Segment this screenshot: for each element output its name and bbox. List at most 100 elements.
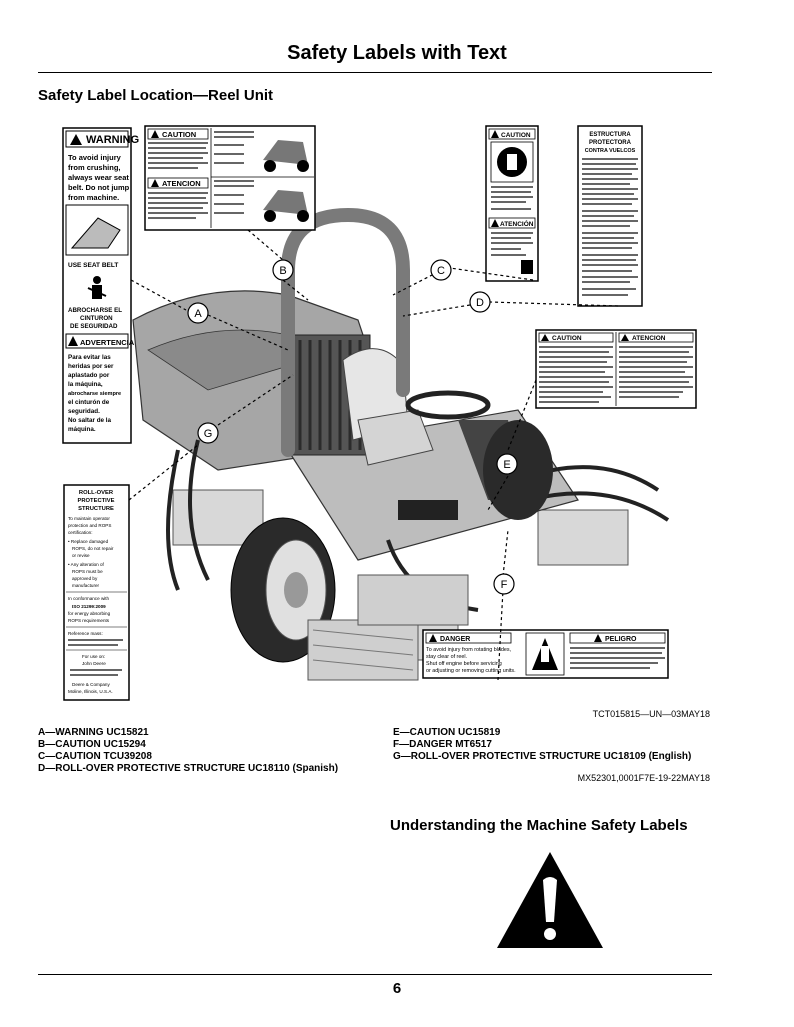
label-g-body-14: ROPS requirements: [68, 618, 110, 623]
callout-a: A: [187, 302, 209, 324]
label-danger-f: DANGER To avoid injury from rotating bla…: [422, 629, 669, 679]
leader-lines: [128, 229, 619, 681]
label-a-es-line-3: aplastado por: [68, 372, 110, 379]
label-a-line-2: from crushing,: [68, 163, 121, 172]
label-g-body-2: protection and ROPS: [68, 523, 111, 528]
footer-rule: [38, 974, 712, 975]
callout-f: F: [493, 573, 515, 595]
label-a-es-line-2: heridas por ser: [68, 363, 114, 370]
label-rops-d: ESTRUCTURA PROTECTORA CONTRA VUELCOS: [577, 125, 643, 307]
label-caution-b: CAUTION ATENCION: [144, 125, 316, 231]
callout-e: E: [496, 453, 518, 475]
label-f-header-es: PELIGRO: [605, 636, 637, 643]
label-f-line-2: stay clear of reel.: [426, 654, 467, 660]
label-g-body-8: ROPS must be: [72, 569, 103, 574]
caption-item: G—ROLL-OVER PROTECTIVE STRUCTURE UC18109…: [393, 751, 692, 762]
callout-d: D: [469, 291, 491, 313]
label-a-header: WARNING: [86, 134, 139, 146]
caption-list-right: E—CAUTION UC15819 F—DANGER MT6517 G—ROLL…: [393, 727, 691, 763]
label-g-body-13: for energy absorbing: [68, 611, 111, 616]
label-g-body-19: Moline, Illinois, U.S.A.: [68, 689, 113, 694]
caption-list-left: A—WARNING UC15821 B—CAUTION UC15294 C—CA…: [38, 727, 338, 775]
callout-c: C: [430, 259, 452, 281]
label-g-body-11: In conformance with: [68, 596, 110, 601]
label-g-body-12: ISO 21299:2009: [72, 604, 106, 609]
label-d-line-3: CONTRA VUELCOS: [585, 148, 636, 154]
caption-item: A—WARNING UC15821: [38, 727, 149, 738]
rollover-pictogram-icon: [70, 217, 121, 249]
page-number: 6: [392, 980, 402, 997]
seat-belt-icon: [87, 276, 107, 299]
label-g-line-3: STRUCTURE: [78, 506, 114, 512]
label-a-line-1: To avoid injury: [68, 153, 122, 162]
page-title: Safety Labels with Text: [287, 42, 507, 64]
label-f-line-4: or adjusting or removing cutting units.: [426, 668, 516, 674]
label-a-es-line-6: el cinturón de: [68, 399, 110, 406]
label-g-body-15: Reference mass:: [68, 631, 103, 636]
label-g-line-2: PROTECTIVE: [77, 498, 114, 504]
callout-b: B: [272, 259, 294, 281]
label-f-header: DANGER: [440, 636, 470, 643]
figure-reference: TCT015815—UN—03MAY18: [592, 709, 710, 719]
label-a-es-line-7: seguridad.: [68, 408, 100, 415]
label-a-line-5: from machine.: [68, 193, 119, 202]
label-warning-a: WARNING To avoid injury from crushing, a…: [62, 127, 139, 444]
label-d-line-1: ESTRUCTURA: [589, 132, 631, 138]
label-g-line-1: ROLL-OVER: [79, 490, 114, 496]
label-g-body-7: • Any alteration of: [68, 562, 105, 567]
label-g-body-16: For use on:: [82, 654, 105, 659]
label-g-body-9: approved by: [72, 576, 98, 581]
section-title: Understanding the Machine Safety Labels: [390, 817, 688, 834]
callout-g-letter: G: [204, 428, 213, 440]
label-c-header-es: ATENCIÓN: [500, 219, 534, 228]
hand-entanglement-icon: [532, 638, 558, 670]
label-g-body-5: ROPS, do not repair: [72, 546, 114, 551]
qr-code-icon: [521, 260, 533, 274]
caption-item: B—CAUTION UC15294: [38, 739, 146, 750]
section-subtitle: Safety Label Location—Reel Unit: [38, 87, 274, 104]
label-a-es-line-8: No saltar de la: [68, 417, 112, 424]
callout-d-letter: D: [476, 297, 484, 309]
label-a-es-line-4: la máquina,: [68, 381, 103, 388]
label-g-body-1: To maintain operator: [68, 516, 110, 521]
label-e-header: CAUTION: [552, 335, 582, 342]
caption-item: D—ROLL-OVER PROTECTIVE STRUCTURE UC18110…: [38, 763, 339, 774]
label-a-es-line-1: Para evitar las: [68, 354, 111, 361]
caption-item: C—CAUTION TCU39208: [38, 751, 152, 762]
label-e-header-es: ATENCION: [632, 335, 666, 342]
label-g-body-4: • Replace damaged: [68, 539, 109, 544]
callout-a-letter: A: [194, 308, 202, 320]
caption-item: F—DANGER MT6517: [393, 739, 492, 750]
hearing-protection-icon: [490, 141, 534, 183]
label-caution-e: CAUTION ATENCION: [535, 329, 697, 409]
document-reference: MX52301,0001F7E-19-22MAY18: [577, 773, 710, 783]
label-a-line-4: belt. Do not jump: [68, 183, 130, 192]
label-g-body-18: Deere & Company: [72, 682, 110, 687]
label-f-line-1: To avoid injury from rotating blades,: [426, 647, 512, 653]
label-b-header: CAUTION: [162, 130, 196, 139]
label-b-header-es: ATENCION: [162, 179, 201, 188]
label-a-header-es: ADVERTENCIA: [80, 338, 135, 347]
label-g-body-3: certification:: [68, 530, 93, 535]
safety-alert-icon: [497, 852, 603, 948]
label-caution-c: CAUTION ATENCIÓN: [485, 125, 539, 282]
label-a-es-3: DE SEGURIDAD: [70, 323, 118, 330]
machine-illustration: [132, 207, 670, 681]
caption-item: E—CAUTION UC15819: [393, 727, 501, 738]
label-g-body-10: manufacturer: [72, 583, 100, 588]
label-rops-g: ROLL-OVER PROTECTIVE STRUCTURE To mainta…: [63, 484, 130, 701]
mower-pictogram-icon: [263, 140, 309, 222]
label-a-es-2: CINTURON: [80, 315, 113, 322]
label-a-es-line-5: abrocharse siempre: [68, 391, 121, 397]
label-a-es-1: ABROCHARSE EL: [68, 307, 122, 314]
callout-g: G: [197, 422, 219, 444]
label-d-line-2: PROTECTORA: [589, 140, 632, 146]
label-g-body-6: or revise: [72, 553, 90, 558]
callout-c-letter: C: [437, 265, 445, 277]
label-f-line-3: Shut off engine before servicing: [426, 661, 502, 667]
callout-f-letter: F: [501, 579, 508, 591]
reel-unit-figure: WARNING To avoid injury from crushing, a…: [62, 125, 697, 701]
header-rule: [38, 72, 712, 73]
label-g-body-17: John Deere: [82, 661, 106, 666]
label-a-line-3: always wear seat: [68, 173, 129, 182]
